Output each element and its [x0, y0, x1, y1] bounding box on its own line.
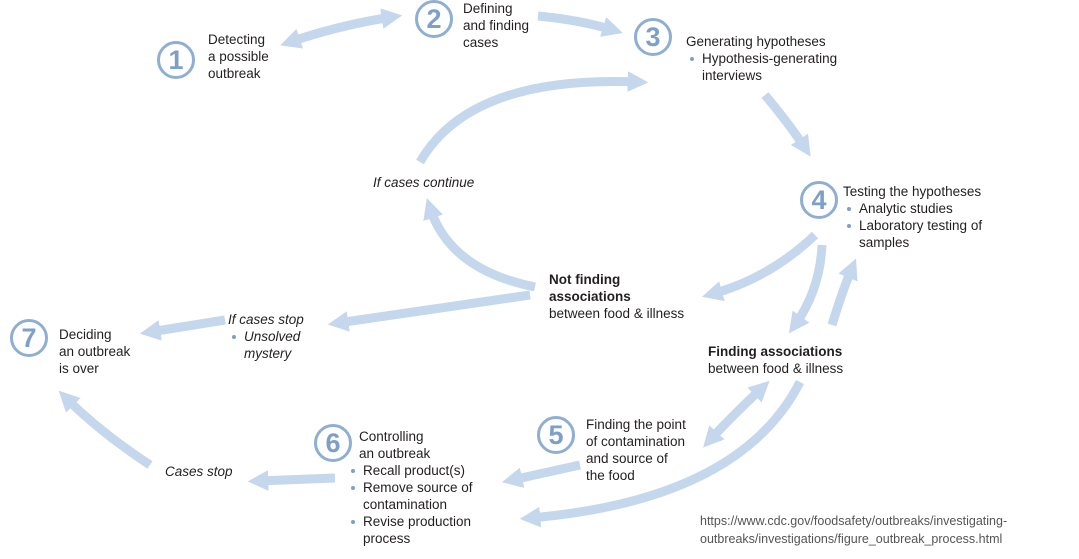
step-6-bullet: Recall product(s) [347, 462, 509, 479]
step-5-line: Finding the point [586, 417, 686, 432]
step-6-bullet: Remove source of contamination [347, 479, 491, 513]
step-3-bullets: Hypothesis-generating interviews [686, 50, 866, 84]
source-url-line: https://www.cdc.gov/foodsafety/outbreaks… [700, 514, 1008, 528]
if-cases-stop-bullets: Unsolved mystery [228, 328, 324, 362]
step-1-text: Detecting a possible outbreak [208, 31, 269, 82]
step-3-text: Generating hypotheses Hypothesis-generat… [686, 33, 866, 84]
step-3-title: Generating hypotheses [686, 34, 826, 49]
step-5-line: of contamination [586, 434, 686, 449]
arrow-1-2 [280, 8, 403, 49]
step-5-line: and source of [586, 451, 668, 466]
step-4-text: Testing the hypotheses Analytic studies … [843, 183, 1013, 251]
step-5-line: the food [586, 468, 635, 483]
step-1-line: a possible [208, 49, 269, 64]
step-2-text: Defining and finding cases [463, 0, 529, 51]
step-4-bullet: Analytic studies [843, 200, 1013, 217]
if-cases-stop-title: If cases stop [228, 312, 304, 327]
step-4-bullet: Laboratory testing of samples [843, 217, 984, 251]
source-url-line: outbreaks/investigations/figure_outbreak… [700, 532, 1003, 546]
step-4-bullets: Analytic studies Laboratory testing of s… [843, 200, 1013, 251]
arrow-3-4 [761, 92, 811, 157]
arrow-not-finding-to-7 [327, 290, 531, 332]
arrow-cases-stop-to-7 [139, 315, 226, 341]
not-finding-associations-label: Not finding associations between food & … [549, 271, 684, 322]
arrow-2-3 [537, 11, 623, 37]
step-1-number: 1 [157, 41, 195, 79]
arrow-6-to-cases-stop [247, 470, 336, 491]
step-5-number: 5 [537, 416, 575, 454]
finding-rest: between food & illness [708, 361, 844, 376]
step-5-text: Finding the point of contamination and s… [586, 416, 686, 484]
step-2-line: Defining [463, 1, 513, 16]
not-finding-bold: Not finding [549, 272, 621, 287]
arrow-finding-to-6 [519, 379, 805, 528]
step-2-line: and finding [463, 18, 530, 33]
cases-stop-label: Cases stop [165, 464, 233, 479]
source-url: https://www.cdc.gov/foodsafety/outbreaks… [700, 512, 1007, 548]
finding-bold: Finding associations [708, 344, 843, 359]
step-7-line: Deciding [59, 327, 112, 342]
step-4-title: Testing the hypotheses [843, 184, 982, 199]
arrow-4-not-finding [702, 231, 819, 302]
arrow-not-finding-to-cases-continue [423, 198, 536, 292]
if-cases-stop-bullet: Unsolved mystery [228, 328, 324, 362]
step-7-text: Deciding an outbreak is over [59, 326, 130, 377]
step-6-title-line: Controlling [359, 429, 424, 444]
step-6-text: Controlling an outbreak Recall product(s… [351, 428, 509, 547]
step-6-title-line: an outbreak [359, 446, 431, 461]
step-6-bullets: Recall product(s) Remove source of conta… [347, 462, 509, 547]
arrow-finding-5 [703, 380, 770, 448]
if-cases-stop-label: If cases stop Unsolved mystery [228, 311, 324, 362]
step-3-bullet: Hypothesis-generating interviews [686, 50, 866, 84]
step-6-bullet: Revise production process [347, 513, 481, 547]
step-1-line: Detecting [208, 32, 266, 47]
finding-associations-label: Finding associations between food & illn… [708, 343, 843, 377]
arrow-cases-continue-to-3 [416, 71, 649, 165]
step-2-number: 2 [415, 0, 453, 38]
step-6-number: 6 [314, 424, 352, 462]
if-cases-continue-label: If cases continue [373, 175, 475, 190]
step-3-number: 3 [634, 18, 672, 56]
step-7-number: 7 [10, 319, 48, 357]
arrow-5-to-6 [501, 460, 581, 488]
step-7-line: an outbreak [59, 344, 131, 359]
step-7-line: is over [59, 361, 99, 376]
step-4-number: 4 [800, 181, 838, 219]
not-finding-rest: between food & illness [549, 306, 685, 321]
step-2-line: cases [463, 35, 499, 50]
not-finding-bold: associations [549, 289, 631, 304]
arrow-cases-stop-label-to-7 [58, 390, 153, 469]
arrow-finding-to-4 [827, 258, 858, 327]
step-1-line: outbreak [208, 66, 261, 81]
arrow-4-to-finding [788, 244, 827, 334]
